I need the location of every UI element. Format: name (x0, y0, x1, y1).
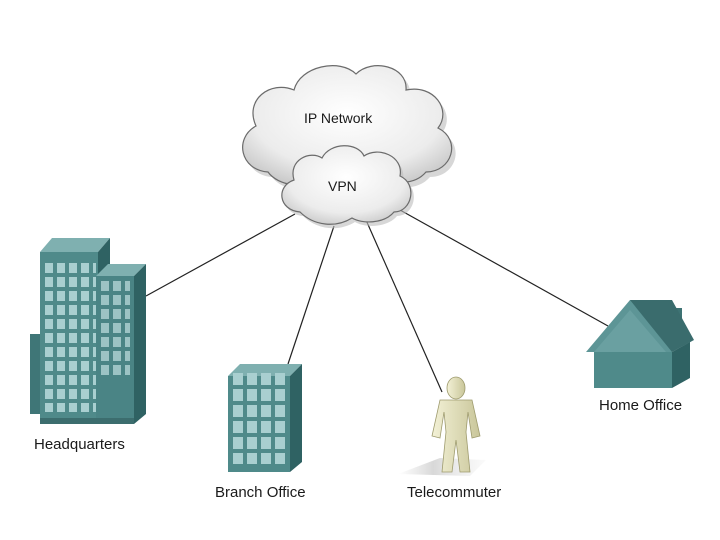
vpn-cloud-icon (281, 145, 414, 229)
link-home-office (399, 209, 609, 327)
headquarters-building-icon (30, 238, 146, 424)
telecommuter-label: Telecommuter (407, 484, 502, 501)
vpn-label: VPN (328, 178, 357, 194)
headquarters-label: Headquarters (34, 436, 125, 453)
home-office-label: Home Office (599, 397, 683, 414)
home-office-house-icon (586, 300, 694, 388)
connectors (145, 209, 609, 393)
ip-network-label: IP Network (304, 110, 373, 126)
link-telecommuter (365, 219, 443, 393)
telecommuter-person-icon (398, 376, 486, 476)
link-branch-office (287, 225, 335, 365)
branch-office-building-icon (228, 364, 302, 472)
link-headquarters (145, 213, 296, 297)
branch-office-label: Branch Office (215, 484, 306, 501)
